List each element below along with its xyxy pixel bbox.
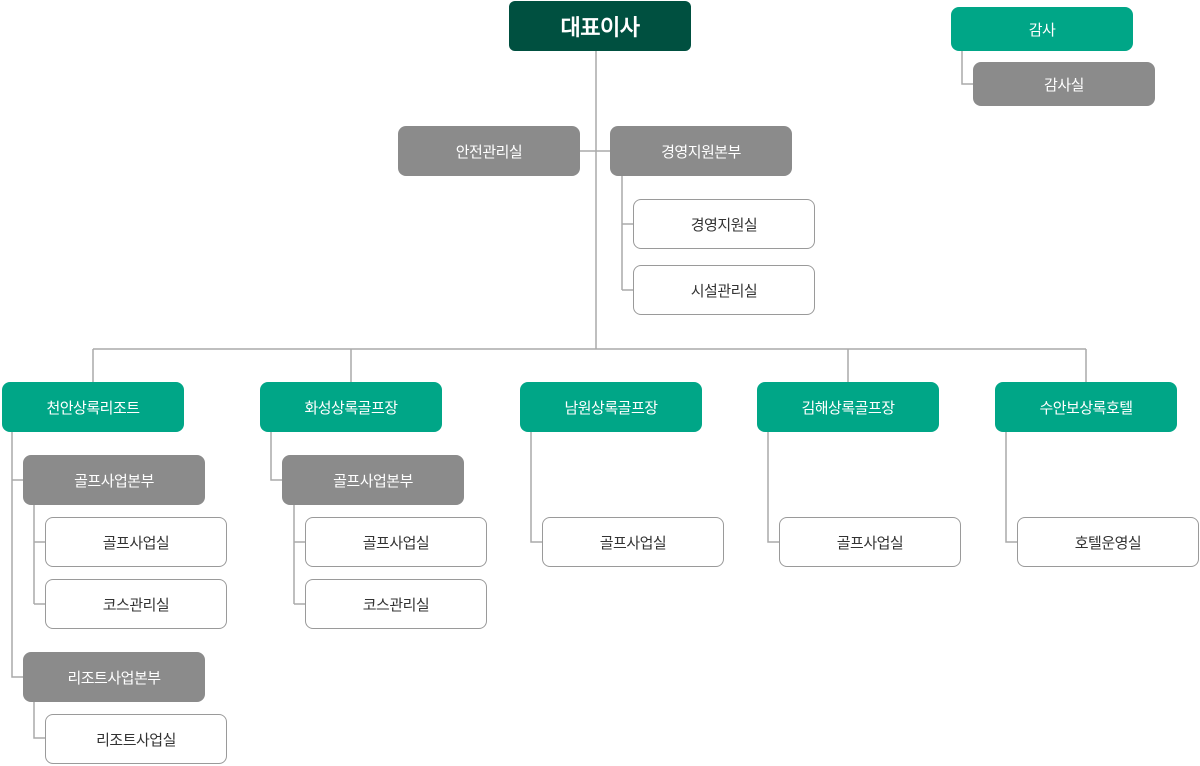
audit-office-box: 감사실 [973, 62, 1155, 106]
ceo-box: 대표이사 [509, 1, 691, 51]
namwon-golf-office-box: 골프사업실 [542, 517, 724, 567]
gimhae-golf-office-box: 골프사업실 [779, 517, 961, 567]
hwaseong-course-office-box: 코스관리실 [305, 579, 487, 629]
suanbo-hotel-office-box: 호텔운영실 [1017, 517, 1199, 567]
cheonan-resort-office-box: 리조트사업실 [45, 714, 227, 764]
hwaseong-golf-division-box: 골프사업본부 [282, 455, 464, 505]
branch-namwon-box: 남원상록골프장 [520, 382, 702, 432]
audit-box: 감사 [951, 7, 1133, 51]
cheonan-golf-office-box: 골프사업실 [45, 517, 227, 567]
branch-cheonan-box: 천안상록리조트 [2, 382, 184, 432]
facility-office-box: 시설관리실 [633, 265, 815, 315]
branch-hwaseong-box: 화성상록골프장 [260, 382, 442, 432]
management-office-box: 경영지원실 [633, 199, 815, 249]
cheonan-golf-division-box: 골프사업본부 [23, 455, 205, 505]
branch-suanbo-box: 수안보상록호텔 [995, 382, 1177, 432]
hwaseong-golf-office-box: 골프사업실 [305, 517, 487, 567]
safety-office-box: 안전관리실 [398, 126, 580, 176]
management-hq-box: 경영지원본부 [610, 126, 792, 176]
cheonan-resort-division-box: 리조트사업본부 [23, 652, 205, 702]
branch-gimhae-box: 김해상록골프장 [757, 382, 939, 432]
cheonan-course-office-box: 코스관리실 [45, 579, 227, 629]
